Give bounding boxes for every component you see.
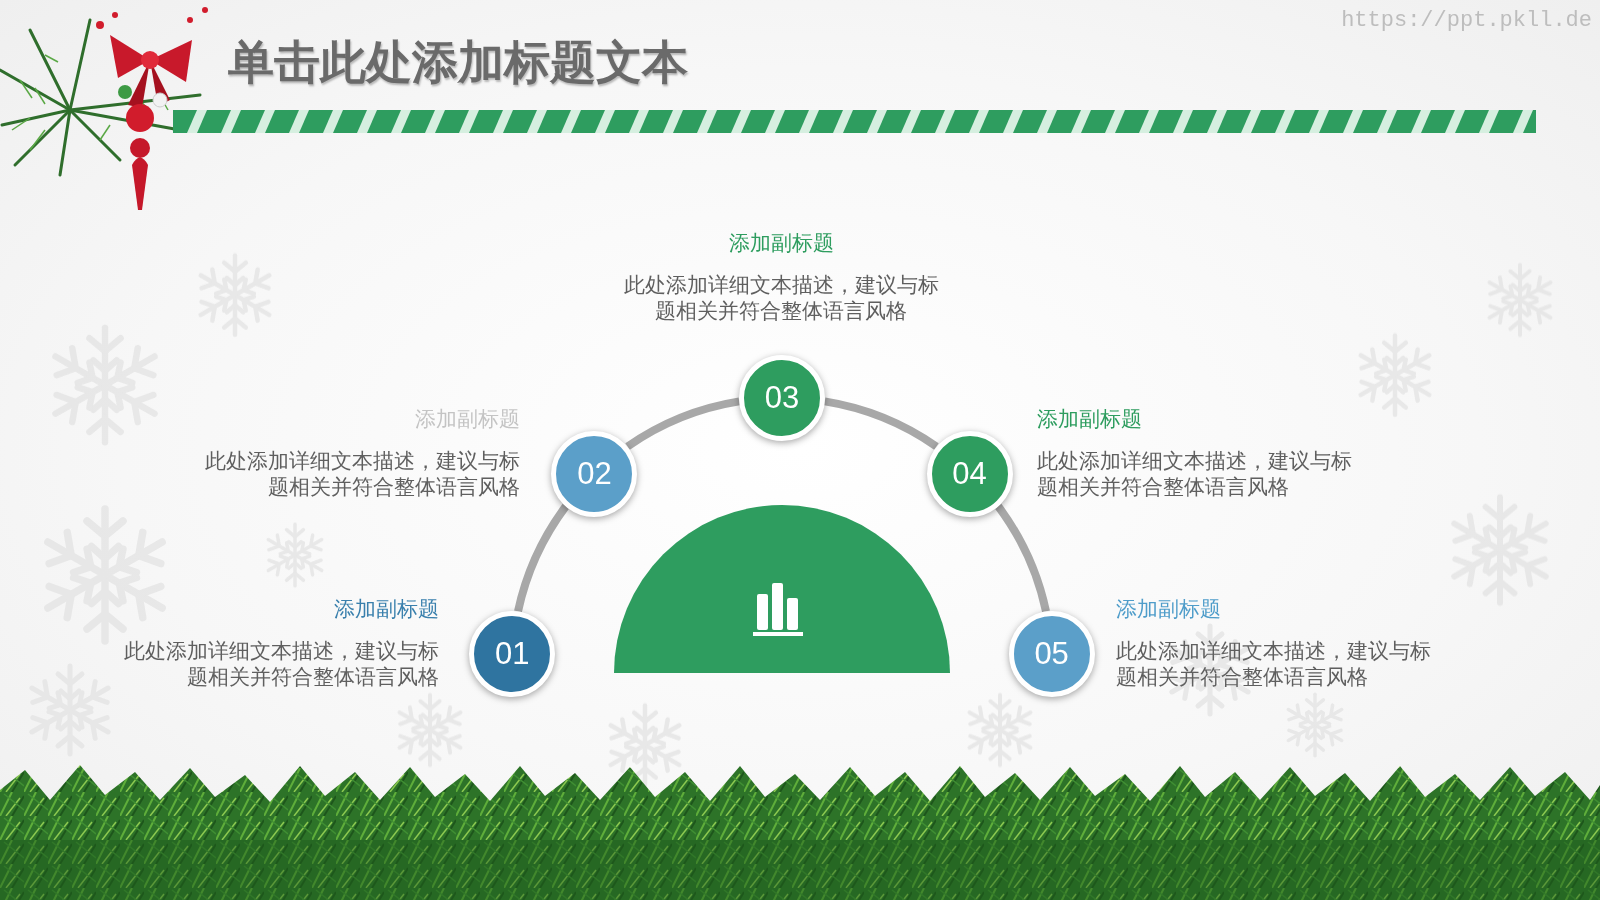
description: 此处添加详细文本描述，建议与标题相关并符合整体语言风格 [109, 638, 439, 690]
description: 此处添加详细文本描述，建议与标题相关并符合整体语言风格 [1037, 448, 1367, 500]
half-disc [614, 505, 950, 673]
number-circle: 04 [927, 431, 1013, 517]
pine-garland [0, 765, 1600, 900]
subtitle: 添加副标题 [334, 595, 439, 623]
subtitle: 添加副标题 [729, 229, 834, 257]
watermark: https://ppt.pkll.de [1341, 8, 1592, 34]
subtitle: 添加副标题 [415, 405, 520, 433]
subtitle: 添加副标题 [1037, 405, 1142, 433]
arc-connector [825, 401, 937, 446]
description: 此处添加详细文本描述，建议与标题相关并符合整体语言风格 [190, 448, 520, 500]
circle-number: 02 [577, 456, 611, 492]
number-circle: 01 [469, 611, 555, 697]
circle-number: 04 [952, 456, 986, 492]
description: 此处添加详细文本描述，建议与标题相关并符合整体语言风格 [616, 272, 946, 324]
circle-number: 03 [765, 380, 799, 416]
number-circle: 03 [739, 355, 825, 441]
arc-connector [518, 506, 566, 611]
snowflakes [26, 255, 1555, 784]
arc-connector [628, 401, 740, 446]
corner-decoration [0, 7, 208, 210]
number-circle: 02 [551, 431, 637, 517]
circle-number: 05 [1034, 636, 1068, 672]
description: 此处添加详细文本描述，建议与标题相关并符合整体语言风格 [1116, 638, 1446, 690]
striped-bar [173, 110, 1536, 133]
subtitle: 添加副标题 [1116, 595, 1221, 623]
circle-number: 01 [495, 636, 529, 672]
chart-icon [753, 583, 803, 636]
arc-connector [998, 506, 1046, 611]
slide-title: 单击此处添加标题文本 [228, 34, 688, 90]
number-circle: 05 [1009, 611, 1095, 697]
